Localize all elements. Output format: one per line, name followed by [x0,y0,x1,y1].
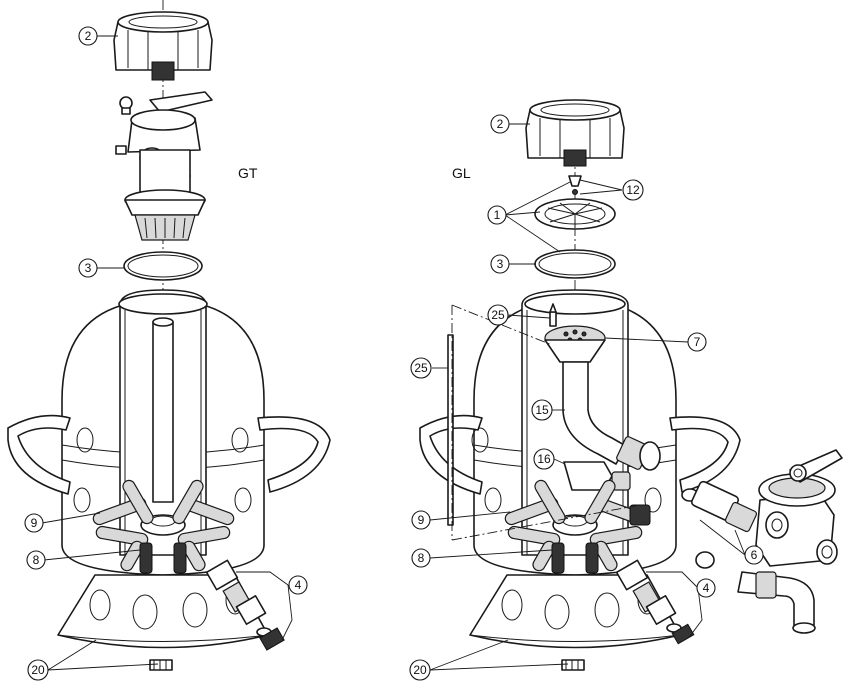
callout-gt-4: 4 [288,575,308,595]
svg-text:25: 25 [491,308,505,322]
gt-drain-fittings [205,559,285,651]
callout-gl-15: 15 [531,399,553,421]
gt-callouts: 2 3 9 8 20 4 [24,26,308,681]
callout-gl-7: 7 [687,332,707,352]
svg-text:6: 6 [751,548,758,562]
callout-gl-6: 6 [744,545,764,565]
svg-text:8: 8 [418,551,425,565]
svg-text:9: 9 [418,513,425,527]
callout-gl-3: 3 [490,254,510,274]
callout-gt-3: 3 [78,258,98,278]
gl-rod [447,334,454,526]
callout-gt-8: 8 [26,550,46,570]
gl-assembly [419,99,843,671]
svg-text:3: 3 [497,257,504,271]
svg-text:8: 8 [33,553,40,567]
svg-text:4: 4 [295,578,302,592]
callout-gl-12: 12 [622,179,644,201]
callout-gt-2: 2 [78,26,98,46]
gt-base [57,574,269,649]
svg-text:20: 20 [413,663,427,677]
gl-drain-plug [561,659,585,671]
gl-drain-fittings [615,559,695,645]
callout-gt-20: 20 [27,659,49,681]
callout-gl-8: 8 [411,548,431,568]
svg-text:7: 7 [694,335,701,349]
gt-top-valve [115,91,213,241]
svg-text:1: 1 [494,208,501,222]
svg-text:9: 9 [31,516,38,530]
callout-gl-16: 16 [533,448,555,470]
model-label-gt: GT [238,165,258,181]
gt-support-ring-left [7,414,71,495]
gt-support-ring-right [257,416,331,493]
model-label-gl: GL [452,165,471,181]
gt-o-ring [123,251,203,281]
gl-laterals [504,479,651,574]
callout-gl-4: 4 [696,578,716,598]
svg-text:20: 20 [31,663,45,677]
svg-text:12: 12 [626,183,640,197]
callout-gl-20: 20 [409,659,431,681]
svg-text:4: 4 [703,581,710,595]
callout-gl-1: 1 [487,205,507,225]
svg-text:3: 3 [85,261,92,275]
svg-text:15: 15 [535,403,549,417]
gl-o-ring [534,249,616,279]
gl-side-valve [681,449,843,634]
svg-text:2: 2 [497,117,504,131]
gl-ring-nut [525,99,625,167]
callout-gl-9: 9 [411,510,431,530]
gt-assembly [7,0,331,671]
callout-gl-2: 2 [490,114,510,134]
gl-callouts: 2 12 1 3 25 7 25 15 16 9 8 6 4 20 [409,114,764,681]
svg-text:16: 16 [537,452,551,466]
svg-text:2: 2 [85,29,92,43]
gt-ring-nut [113,11,213,81]
callout-gt-9: 9 [24,513,44,533]
gl-diffuser [534,198,616,230]
callout-gl-25-top: 25 [487,304,509,326]
gt-laterals [92,479,235,574]
callout-gl-25-rod: 25 [410,357,432,379]
svg-text:25: 25 [414,361,428,375]
gl-cap-screw [568,175,582,187]
gl-support-ring-right [669,416,741,493]
gt-drain-plug [149,659,173,671]
